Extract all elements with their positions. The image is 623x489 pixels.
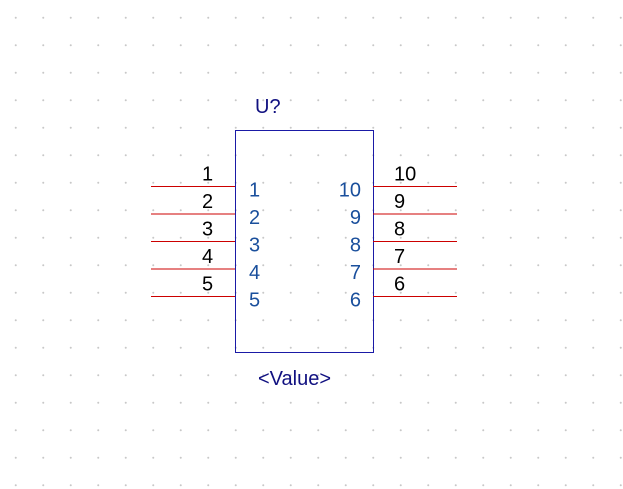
pin-number: 10: [394, 164, 416, 186]
pin-name: 8: [350, 235, 361, 257]
left-pin[interactable]: 33: [151, 219, 260, 257]
pin-number: 7: [394, 246, 405, 268]
pin-name: 7: [350, 262, 361, 284]
pin-name: 2: [249, 207, 260, 229]
right-pin[interactable]: 10 10: [339, 164, 457, 202]
left-pin[interactable]: 22: [151, 191, 260, 229]
pin-number: 9: [394, 191, 405, 213]
pin-name: 5: [249, 290, 260, 312]
pin-number: 3: [202, 219, 213, 241]
right-pin[interactable]: 88: [350, 219, 457, 257]
pin-number: 1: [202, 164, 213, 186]
right-pin[interactable]: 66: [350, 274, 457, 312]
reference-designator[interactable]: U?: [255, 96, 281, 118]
left-pin[interactable]: 44: [151, 246, 260, 284]
pin-name: 10: [339, 180, 361, 202]
right-pin[interactable]: 77: [350, 246, 457, 284]
pin-name: 4: [249, 262, 260, 284]
pin-number: 6: [394, 274, 405, 296]
pin-number: 2: [202, 191, 213, 213]
pin-name: 3: [249, 235, 260, 257]
right-pin[interactable]: 99: [350, 191, 457, 229]
pin-name: 6: [350, 290, 361, 312]
left-pin[interactable]: 55: [151, 274, 260, 312]
pin-number: 8: [394, 219, 405, 241]
pin-number: 4: [202, 246, 213, 268]
left-pin[interactable]: 11: [151, 164, 260, 202]
pin-name: 9: [350, 207, 361, 229]
pin-number: 5: [202, 274, 213, 296]
pin-name: 1: [249, 180, 260, 202]
value-label[interactable]: <Value>: [258, 368, 331, 390]
